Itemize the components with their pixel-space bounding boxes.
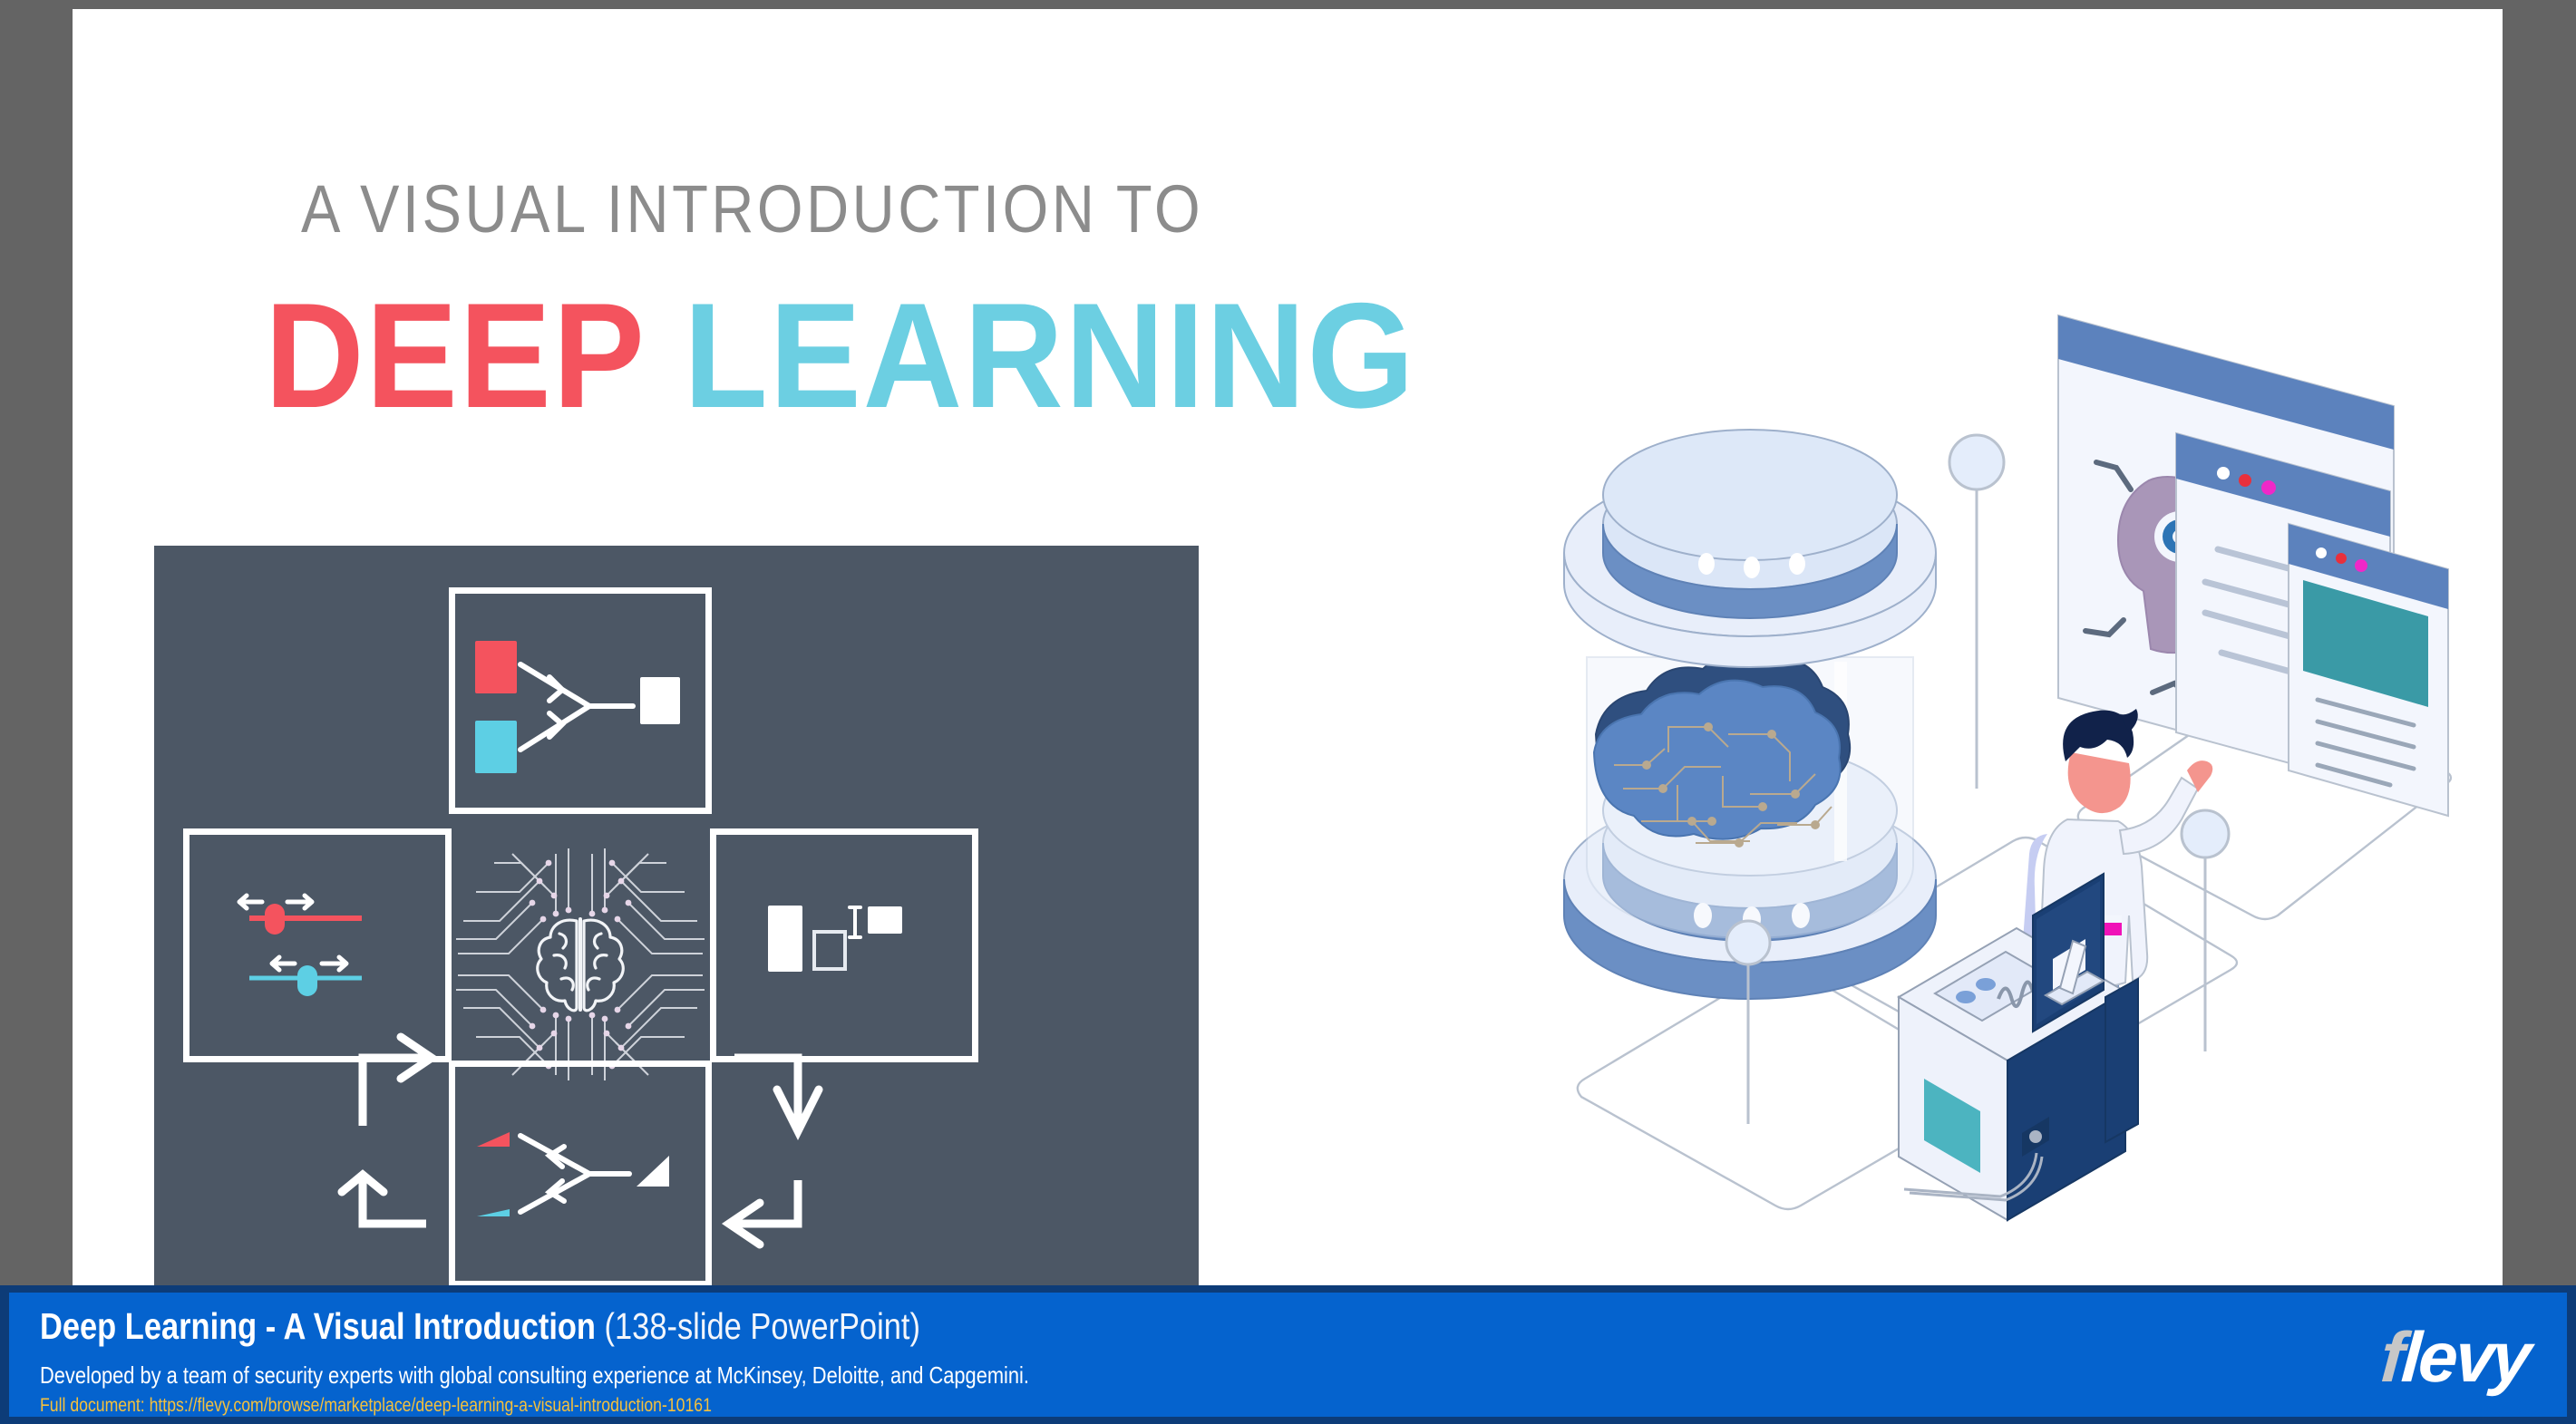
banner-document-url[interactable]: Full document: https://flevy.com/browse/… — [40, 1395, 712, 1416]
whiteboard-teal-chart — [2288, 522, 2449, 818]
slide-kicker: A VISUAL INTRODUCTION TO — [301, 171, 1204, 247]
presentation-slide: A VISUAL INTRODUCTION TO DEEP LEARNING — [73, 9, 2503, 1285]
output-chip-white — [640, 677, 680, 724]
server-workstation — [1897, 872, 2139, 1222]
brain-circuit-icon — [456, 848, 705, 1080]
ai-laboratory-illustration — [1505, 281, 2466, 1260]
brain-in-capsule — [1592, 652, 1852, 848]
compare-tall-block — [768, 906, 802, 972]
diagram-box-forward-pass — [449, 587, 712, 814]
arrow-right-to-bottom-shaft — [734, 1180, 802, 1228]
arrow-bottom-to-left-shaft — [358, 1180, 426, 1228]
flevy-logo[interactable]: flevy — [2378, 1317, 2532, 1397]
compare-measure-bar — [848, 906, 862, 939]
diagram-box-neural-core — [449, 838, 712, 1091]
compare-small-block — [868, 906, 902, 934]
input-chip-red — [475, 641, 517, 693]
deep-learning-cycle-diagram — [154, 546, 1199, 1285]
input-chip-cyan — [475, 721, 517, 773]
arrow-bottom-to-left-head — [337, 1169, 388, 1196]
arrow-top-to-right-head — [773, 1085, 823, 1141]
flevy-footer-banner: Deep Learning - A Visual Introduction (1… — [0, 1285, 2576, 1424]
banner-title-slidecount: (138-slide PowerPoint) — [604, 1305, 920, 1347]
forward-pass-connectors — [518, 662, 636, 752]
arrow-right-to-bottom-head — [721, 1198, 764, 1249]
title-word-learning: LEARNING — [684, 272, 1416, 439]
banner-inner: Deep Learning - A Visual Introduction (1… — [9, 1293, 2567, 1417]
diagram-box-comparison — [710, 828, 978, 1062]
capsule-lid — [1563, 429, 1937, 668]
diagram-box-weight-tuning — [183, 828, 452, 1062]
arrow-left-to-top-shaft — [358, 1053, 426, 1126]
weight-sliders-icon — [237, 893, 362, 996]
error-triangle-cyan — [477, 1209, 510, 1216]
banner-subtitle: Developed by a team of security experts … — [40, 1361, 1029, 1389]
page-title: DEEP LEARNING — [265, 281, 1415, 431]
title-word-deep: DEEP — [265, 272, 644, 439]
ai-lab-isometric-svg — [1563, 314, 2453, 1222]
arrow-top-to-right-shaft — [734, 1053, 802, 1126]
flevy-logo-levy: levy — [2399, 1317, 2532, 1397]
banner-title-bold: Deep Learning - A Visual Introduction — [40, 1305, 596, 1347]
banner-title: Deep Learning - A Visual Introduction (1… — [40, 1305, 920, 1348]
backprop-connectors — [477, 1132, 669, 1216]
compare-outline-block — [812, 930, 847, 971]
error-triangle-red — [477, 1132, 510, 1147]
output-triangle-white — [637, 1156, 669, 1187]
diagram-box-backprop — [449, 1061, 712, 1285]
